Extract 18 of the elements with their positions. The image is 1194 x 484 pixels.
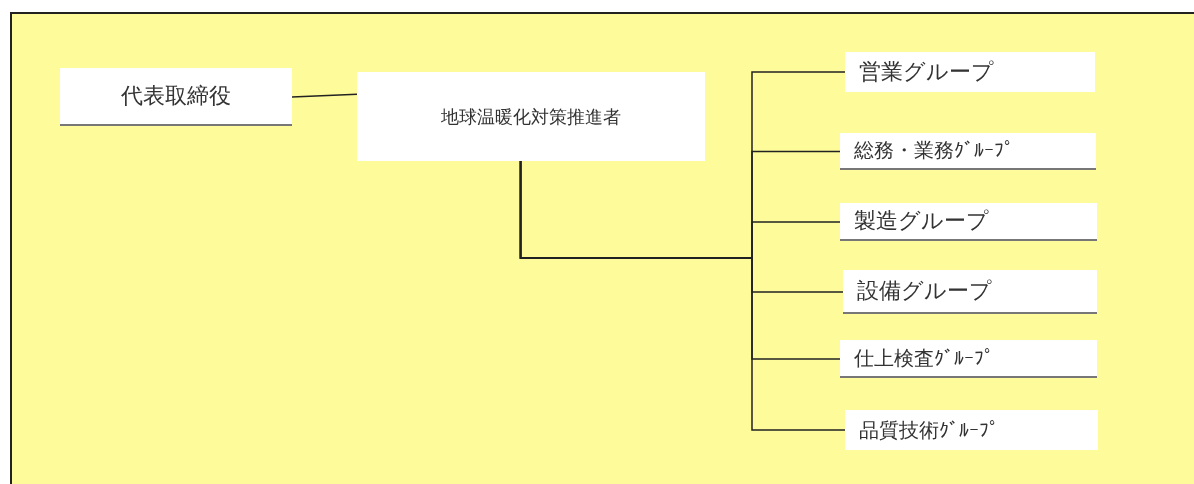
group-box xyxy=(845,52,1095,92)
connector-line xyxy=(519,160,846,431)
node-label: 総務・業務ｸﾞﾙｰﾌﾟ xyxy=(854,137,1014,164)
group-box xyxy=(843,270,1097,314)
group-box xyxy=(845,410,1098,450)
node-label: 地球温暖化対策推進者 xyxy=(441,104,621,129)
node-label: 設備グループ xyxy=(857,277,992,305)
connector-line xyxy=(291,93,358,98)
node-label: 製造グループ xyxy=(854,207,989,235)
node-label: 営業グループ xyxy=(859,58,994,86)
node-label: 代表取締役 xyxy=(121,82,231,110)
role-box xyxy=(357,72,705,161)
group-box xyxy=(840,203,1097,241)
role-box xyxy=(60,68,292,126)
group-box xyxy=(840,133,1096,170)
node-label: 品質技術ｸﾞﾙｰﾌﾟ xyxy=(859,416,999,444)
node-label: 仕上検査ｸﾞﾙｰﾌﾟ xyxy=(854,344,994,372)
group-box xyxy=(840,340,1097,378)
